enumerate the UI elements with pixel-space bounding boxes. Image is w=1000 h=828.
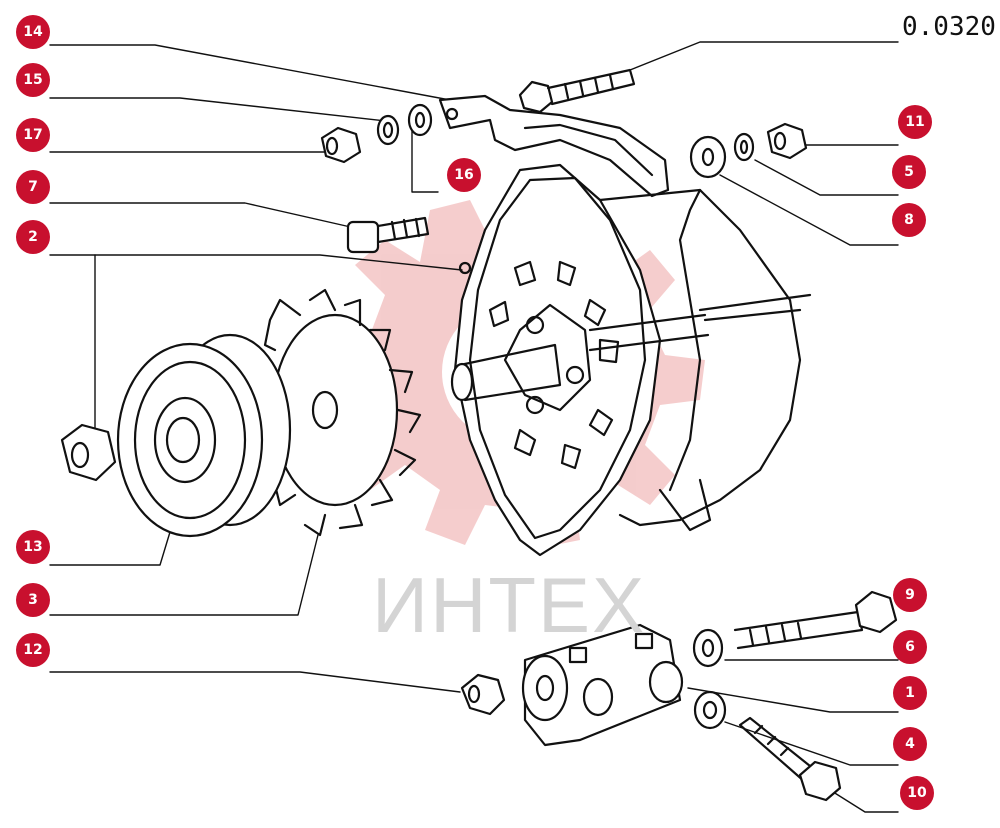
watermark-text: ИНТЕХ [372,561,647,649]
callout-9[interactable]: 9 [893,578,927,612]
washer-8 [689,135,727,179]
leader-1 [687,687,899,713]
callout-11[interactable]: 11 [898,105,932,139]
bolt-10 [738,716,842,802]
mounting-bracket-1 [521,623,684,747]
adjusting-bracket [438,94,670,198]
callout-3[interactable]: 3 [16,583,50,617]
bolt-7 [346,216,430,254]
callout-6[interactable]: 6 [893,630,927,664]
fan-3 [263,288,422,537]
leader-2 [49,254,463,271]
callout-4[interactable]: 4 [893,727,927,761]
leader-3 [49,534,319,616]
callout-7[interactable]: 7 [16,170,50,204]
leader-16 [411,127,439,193]
bolt-9 [733,590,898,650]
leader-15 [49,97,396,123]
washer-6 [692,628,724,668]
leader-7 [49,202,356,229]
callout-15[interactable]: 15 [16,63,50,97]
callout-12[interactable]: 12 [16,633,50,667]
washer-5 [733,132,755,162]
leader-10 [829,789,899,813]
alternator-body [450,163,812,557]
leader-12 [49,671,461,693]
callout-13[interactable]: 13 [16,530,50,564]
washer-15 [376,114,400,146]
leader-5 [754,159,899,196]
nut-12 [460,673,506,716]
callout-1[interactable]: 1 [893,676,927,710]
leader-8 [719,174,899,246]
pulley-nut [60,423,117,482]
washer-4 [693,690,727,730]
callout-8[interactable]: 8 [892,203,926,237]
washer-14 [407,103,433,137]
callout-17[interactable]: 17 [16,118,50,152]
leader-13 [49,531,171,566]
nut-17 [320,126,362,164]
leader-top-bolt [629,41,899,71]
top-bolt [518,68,636,114]
diagram-code: 0.0320 [902,12,996,42]
callout-14[interactable]: 14 [16,15,50,49]
callout-2[interactable]: 2 [16,220,50,254]
pulley-13 [116,333,292,538]
leader-4 [724,721,899,766]
callout-10[interactable]: 10 [900,776,934,810]
callout-5[interactable]: 5 [892,155,926,189]
leader-lines [49,41,899,813]
callout-16[interactable]: 16 [447,158,481,192]
leader-14 [49,44,451,101]
nut-11 [766,122,808,160]
